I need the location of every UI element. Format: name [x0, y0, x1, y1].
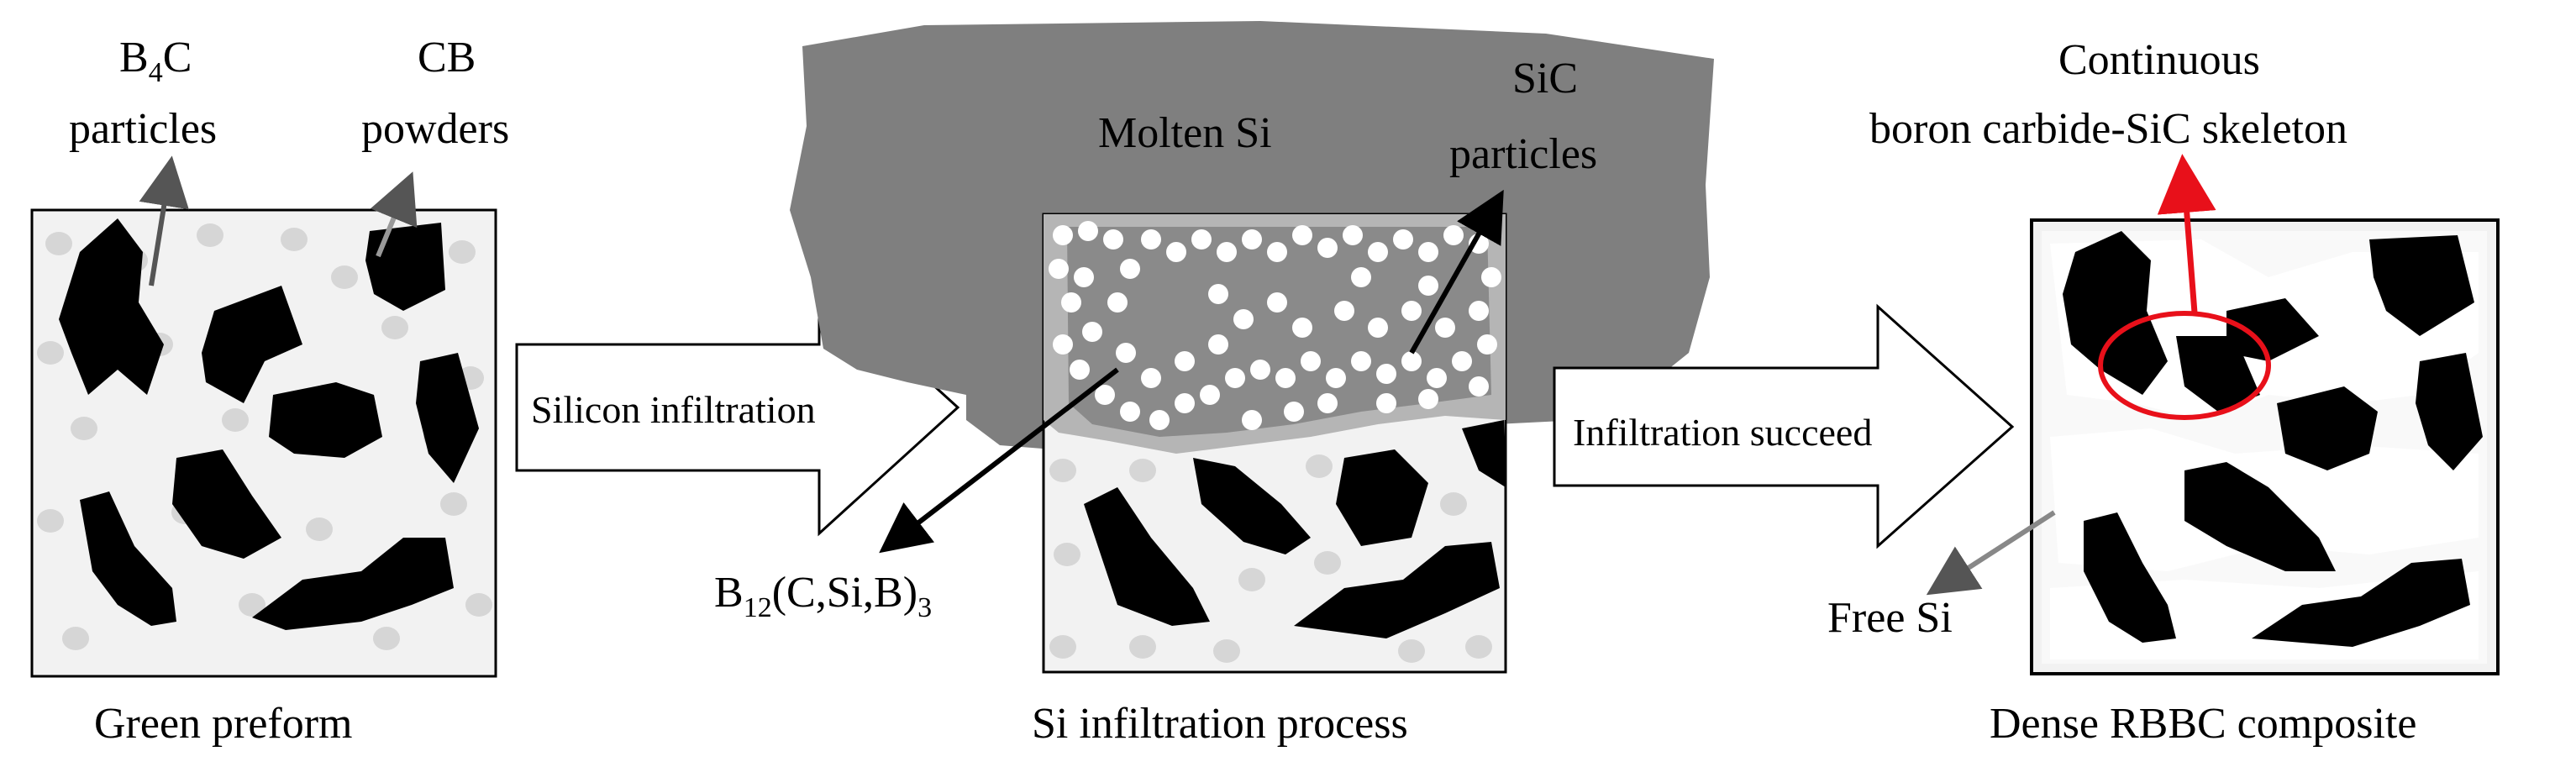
- molten-si-label: Molten Si: [1098, 109, 1272, 157]
- dense-caption: Dense RBBC composite: [1990, 700, 2416, 748]
- b4c-label-line1: B4C: [119, 34, 192, 88]
- b4c-pointer-arrow: [139, 155, 189, 286]
- skeleton-highlight-ellipse: [2098, 311, 2271, 420]
- process-caption: Si infiltration process: [1032, 700, 1408, 748]
- infiltrated-melt: [1067, 227, 1491, 437]
- process-cb-dots: [1049, 454, 1492, 663]
- skeleton-label-line2: boron carbide-SiC skeleton: [1869, 105, 2347, 153]
- si-infiltration-panel: Molten Si SiC particles B12(C,Si,B)3 Si …: [714, 21, 1714, 748]
- cb-powder-dots: [37, 223, 492, 650]
- process-b4c-particles: [1084, 420, 1506, 638]
- b4c-particles: [59, 218, 479, 630]
- free-si-label: Free Si: [1827, 594, 1953, 642]
- sic-particles: [1049, 221, 1501, 430]
- sic-pointer-arrow: [1409, 189, 1504, 355]
- green-preform-caption: Green preform: [94, 700, 353, 748]
- boride-pointer-arrow: [879, 367, 1119, 554]
- dense-rbbc-panel: Continuous boron carbide-SiC skeleton Fr…: [1827, 36, 2500, 748]
- infiltration-succeed-label: Infiltration succeed: [1573, 411, 1872, 454]
- silicon-infiltration-label: Silicon infiltration: [531, 388, 816, 431]
- b4c-label-line2: particles: [69, 105, 217, 153]
- green-preform-panel: B4C particles CB powders Green preform: [30, 34, 509, 748]
- cb-label-line1: CB: [418, 34, 476, 81]
- skeleton-pointer-arrow: [2157, 154, 2216, 313]
- sic-label-line2: particles: [1449, 130, 1597, 178]
- infiltration-succeed-arrow: Infiltration succeed: [1553, 303, 2015, 549]
- sic-label-line1: SiC: [1512, 55, 1578, 102]
- skeleton-label-line1: Continuous: [2058, 36, 2260, 84]
- cb-label-line2: powders: [361, 105, 509, 153]
- dense-b4c-particles: [2063, 231, 2483, 647]
- free-si-pointer-arrow: [1926, 510, 2056, 596]
- cb-pointer-arrow: [370, 171, 418, 258]
- boride-label: B12(C,Si,B)3: [714, 569, 932, 623]
